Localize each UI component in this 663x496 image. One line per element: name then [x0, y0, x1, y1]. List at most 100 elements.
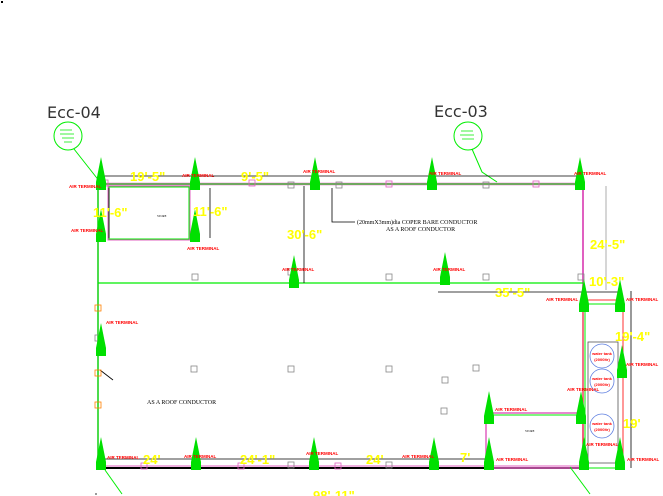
column-marker — [482, 181, 490, 189]
air-terminal-label: AIR TERMINAL — [574, 171, 606, 176]
column-marker — [577, 273, 585, 281]
air-terminal-icon — [309, 437, 319, 470]
air-terminal-label: AIR TERMINAL — [184, 454, 216, 459]
dimension-label: 19'-4" — [615, 329, 650, 344]
dimension-label: 11'-6" — [193, 204, 228, 219]
dimension-label: 98'-11" — [313, 488, 355, 496]
air-terminal: AIR TERMINAL — [427, 157, 461, 190]
column-marker — [248, 179, 256, 187]
air-terminal-label: AIR TERMINAL — [586, 442, 618, 447]
air-terminal: AIR TERMINAL — [71, 209, 106, 242]
air-terminal-icon — [615, 279, 625, 312]
air-terminal-label: AIR TERMINAL — [496, 457, 528, 462]
air-terminal: AIR TERMINAL — [282, 255, 314, 288]
dimension-label: 35'-5" — [495, 285, 530, 300]
air-terminal-icon — [576, 391, 586, 424]
air-terminal-icon — [289, 255, 299, 288]
dimension-texts: 19'-5" 9'-5" 11'-6" 11'-6" 30'-6" 24'-5"… — [93, 169, 650, 496]
air-terminal: AIR TERMINAL — [402, 437, 439, 470]
column-marker — [287, 461, 295, 469]
air-terminal-label: AIR TERMINAL — [106, 320, 138, 325]
air-terminal-icon — [575, 157, 585, 190]
column-marker — [94, 369, 102, 377]
column-marker — [94, 401, 102, 409]
air-terminal-label: AIR TERMINAL — [433, 267, 465, 272]
column-marker — [94, 304, 102, 312]
earth-pit-icon — [453, 121, 483, 151]
air-terminal: AIR TERMINAL — [617, 345, 658, 378]
air-terminal: AIR TERMINAL — [574, 157, 606, 190]
air-terminal: AIR TERMINAL — [546, 279, 589, 312]
air-terminal-icon — [484, 437, 494, 470]
air-terminal-icon — [96, 323, 106, 356]
column-marker — [287, 181, 295, 189]
air-terminal-icon — [579, 279, 589, 312]
water-tank-capacity: (2000ltr) — [594, 427, 610, 432]
electrode-label: Ecc-03 — [434, 102, 488, 121]
column-marker — [287, 365, 295, 373]
air-terminal-icon — [310, 157, 320, 190]
column-marker — [190, 365, 198, 373]
column-marker — [237, 462, 245, 470]
air-terminal: AIR TERMINAL — [96, 437, 139, 470]
air-terminal: AIR TERMINAL — [615, 279, 658, 312]
dimension-label: 19' — [623, 416, 641, 431]
air-terminal-icon — [579, 437, 589, 470]
air-terminals: AIR TERMINAL AIR TERMINAL AIR TERMINAL AIR … — [69, 157, 659, 470]
air-terminal: AIR TERMINAL — [96, 320, 138, 356]
earth-pit-icon — [53, 121, 83, 151]
column-marker — [441, 376, 449, 384]
roof-conductors — [97, 182, 624, 495]
air-terminal-label: AIR TERMINAL — [282, 267, 314, 272]
water-tank-capacity: (2000ltr) — [594, 357, 610, 362]
water-tank-icon — [589, 368, 615, 394]
roof-conductor-note: AS A ROOF CONDUCTOR — [147, 400, 216, 406]
conductor-note: (20mmX3mm)dia COPER BARE CONDUCTOR — [357, 219, 477, 226]
air-terminal: AIR TERMINAL — [182, 157, 214, 190]
air-terminal-label: AIR TERMINAL — [429, 171, 461, 176]
air-terminal-icon — [191, 437, 201, 470]
column-marker — [385, 180, 393, 188]
earth-lead — [73, 148, 101, 183]
air-terminal-icon — [190, 209, 200, 242]
dimension-label: 24' — [143, 452, 161, 467]
conductor-note-2: AS A ROOF CONDUCTOR — [386, 227, 455, 233]
air-terminal-label: AIR TERMINAL — [567, 387, 599, 392]
dimension-label: 9'-5" — [241, 169, 269, 184]
air-terminal: AIR TERMINAL — [306, 437, 338, 470]
earth-pit-hatch — [60, 129, 74, 143]
air-terminal-icon — [617, 345, 627, 378]
column-marker — [140, 462, 148, 470]
column-marker — [191, 273, 199, 281]
air-terminal-label: AIR TERMINAL — [402, 454, 434, 459]
air-terminal-icon — [427, 157, 437, 190]
air-terminal-label: AIR TERMINAL — [546, 297, 578, 302]
air-terminal: AIR TERMINAL — [567, 387, 599, 424]
water-tank: water tank (2000ltr) — [589, 413, 615, 439]
dimension-label: 19'-5" — [130, 169, 165, 184]
air-terminal-icon — [615, 437, 625, 470]
air-terminal: AIR TERMINAL — [433, 252, 465, 285]
air-terminal-label: AIR TERMINAL — [306, 451, 338, 456]
air-terminal-label: AIR TERMINAL — [626, 297, 658, 302]
air-terminal: AIR TERMINAL — [303, 157, 335, 190]
air-terminal-icon — [96, 157, 106, 190]
water-tank-icon — [589, 343, 615, 369]
water-tank-label: water tank — [591, 421, 613, 426]
dimension-lines — [95, 175, 632, 495]
air-terminal-icon — [96, 437, 106, 470]
column-marker — [482, 273, 490, 281]
column-marker — [440, 407, 448, 415]
air-terminal: AIR TERMINAL — [187, 209, 219, 251]
water-tank-icon — [589, 413, 615, 439]
air-terminal-label: AIR TERMINAL — [182, 173, 214, 178]
air-terminal-icon — [190, 157, 200, 190]
electrode-ecc-04: Ecc-04 — [47, 103, 101, 183]
air-terminal: AIR TERMINAL — [579, 437, 618, 470]
air-terminal-icon — [440, 252, 450, 285]
air-terminal-icon — [96, 209, 106, 242]
air-terminal-label: AIR TERMINAL — [495, 407, 527, 412]
dimension-label: 24'-1" — [240, 452, 275, 467]
